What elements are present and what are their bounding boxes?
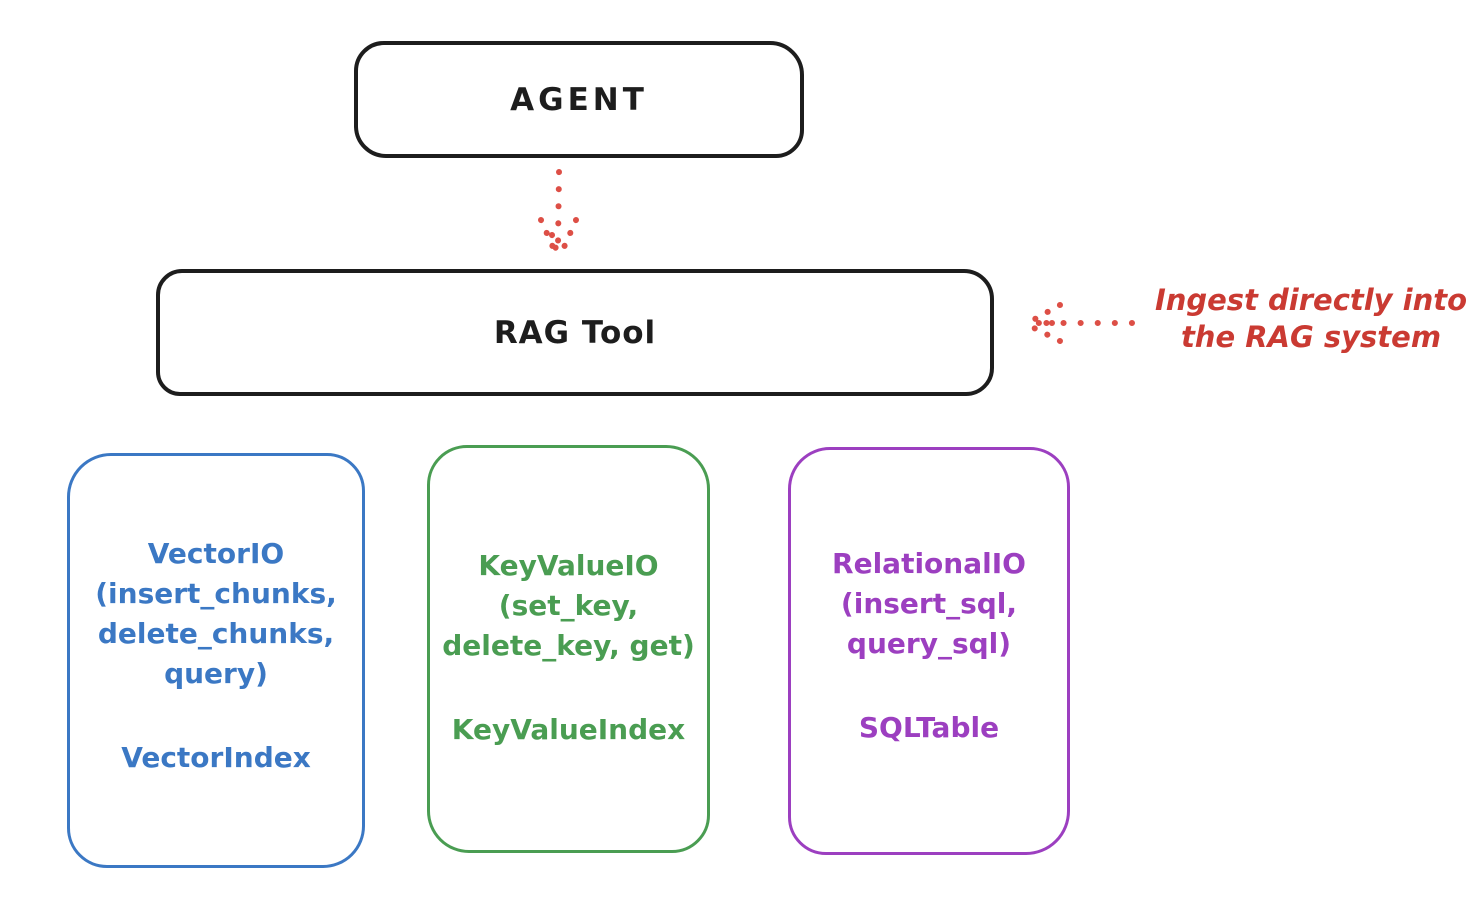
rag-tool-label: RAG Tool	[493, 314, 657, 351]
node-agent: AGENT	[354, 41, 804, 158]
ingest-annotation-line1: Ingest directly into	[1154, 283, 1468, 317]
relational-io-title: RelationalIO	[832, 547, 1026, 580]
node-keyvalue-io: KeyValueIO (set_key, delete_key, get) Ke…	[427, 445, 710, 853]
annotation-to-rag-arrow	[1023, 302, 1135, 344]
agent-label: AGENT	[510, 81, 648, 118]
node-relational-io: RelationalIO (insert_sql, query_sql) SQL…	[788, 447, 1070, 855]
keyvalue-io-method-line2: delete_key, get)	[442, 629, 695, 662]
keyvalue-io-method-line1: (set_key,	[498, 589, 639, 622]
relational-io-method-line2: query_sql)	[846, 627, 1012, 660]
keyvalue-index-label: KeyValueIndex	[451, 713, 686, 746]
agent-to-rag-arrow	[538, 169, 579, 259]
vector-io-text: VectorIO (insert_chunks, delete_chunks, …	[95, 534, 337, 778]
node-rag-tool: RAG Tool	[156, 269, 994, 396]
vector-io-method-line1: (insert_chunks,	[95, 577, 337, 610]
ingest-annotation: Ingest directly into the RAG system	[1138, 282, 1484, 356]
keyvalue-io-text: KeyValueIO (set_key, delete_key, get) Ke…	[442, 546, 695, 750]
vector-io-method-line2: delete_chunks,	[97, 617, 335, 650]
node-vector-io: VectorIO (insert_chunks, delete_chunks, …	[67, 453, 365, 868]
sql-table-label: SQLTable	[858, 711, 1000, 744]
vector-io-method-line3: query)	[164, 657, 268, 690]
relational-io-method-line1: (insert_sql,	[840, 587, 1018, 620]
vector-io-title: VectorIO	[147, 537, 285, 570]
ingest-annotation-line2: the RAG system	[1180, 320, 1442, 354]
keyvalue-io-title: KeyValueIO	[478, 549, 659, 582]
vector-index-label: VectorIndex	[121, 741, 311, 774]
relational-io-text: RelationalIO (insert_sql, query_sql) SQL…	[832, 544, 1026, 748]
